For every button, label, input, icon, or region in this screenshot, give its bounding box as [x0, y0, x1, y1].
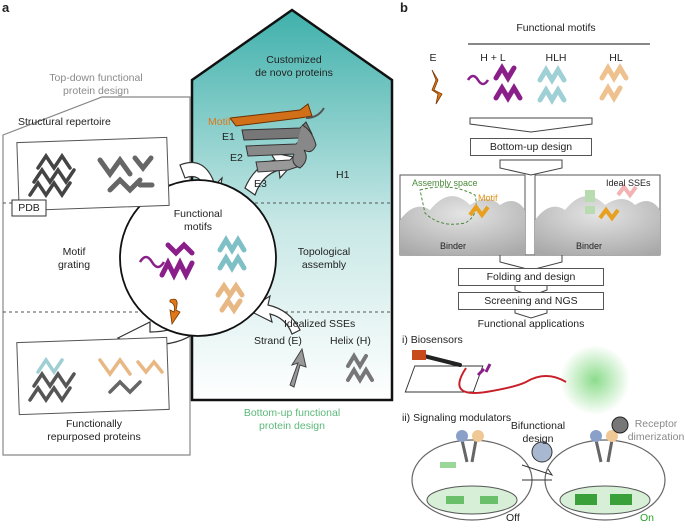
- binder-left-label: Binder: [440, 241, 467, 251]
- receptor-dimerization-1: Receptor: [634, 418, 678, 430]
- repertoire-protein: [28, 152, 76, 199]
- helix-h1-label: H1: [336, 169, 350, 181]
- panel-a-letter: a: [2, 0, 10, 15]
- signaling-modulators-label: ii) Signaling modulators: [402, 412, 512, 424]
- structural-repertoire-label: Structural repertoire: [18, 116, 111, 128]
- bottom-up-title-2: protein design: [259, 420, 325, 432]
- on-label: On: [640, 512, 655, 524]
- off-label: Off: [506, 512, 520, 524]
- repurposed-title-2: repurposed proteins: [47, 431, 141, 443]
- bifunctional-design-1: Bifunctional: [510, 420, 566, 432]
- receptor-dimerization-2: dimerization: [627, 431, 685, 443]
- customized-title-1: Customized: [266, 54, 322, 66]
- motif-grating-1: Motif: [62, 246, 86, 258]
- binder-right-label: Binder: [576, 241, 603, 251]
- bottom-up-title-1: Bottom-up functional: [243, 407, 341, 419]
- strand-e1-label: E1: [222, 131, 235, 143]
- folding-design-box: Folding and design: [458, 268, 604, 286]
- center-circle-title-1: Functional: [173, 208, 223, 220]
- top-down-title-1: Top-down functional: [49, 72, 143, 84]
- functional-applications-label: Functional applications: [477, 318, 585, 330]
- panel-b-letter: b: [400, 0, 408, 15]
- motif-type-h-l: H + L: [480, 52, 506, 64]
- idealized-sses-label: Idealized SSEs: [284, 318, 356, 330]
- customized-title-2: de novo proteins: [255, 67, 333, 79]
- topological-assembly-1: Topological: [297, 246, 351, 258]
- motif-type-hlh: HLH: [545, 52, 567, 64]
- strand-e-label: Strand (E): [254, 335, 302, 347]
- helix-h-label: Helix (H): [330, 335, 371, 347]
- bifunctional-design-2: design: [522, 433, 554, 445]
- strand-e3-label: E3: [254, 178, 267, 190]
- center-circle-title-2: motifs: [183, 221, 213, 233]
- motif-label: Motif: [208, 116, 231, 128]
- strand-e2-label: E2: [230, 152, 243, 164]
- denovo-protein: [229, 103, 325, 173]
- top-down-title-2: protein design: [63, 85, 129, 97]
- bottom-up-design-box: Bottom-up design: [470, 138, 592, 156]
- assembly-space-label: Assembly space: [412, 178, 478, 188]
- topological-assembly-2: assembly: [301, 259, 347, 271]
- functional-motifs-header: Functional motifs: [516, 22, 596, 34]
- arrow-from-sses: [246, 294, 301, 335]
- motif-type-hl: HL: [609, 52, 623, 64]
- screening-ngs-box: Screening and NGS: [458, 292, 604, 310]
- repurposed-title-1: Functionally: [65, 418, 123, 430]
- motif-label-b: Motif: [478, 193, 498, 203]
- motif-type-e: E: [429, 52, 437, 64]
- functional-motifs-circle: [119, 179, 277, 337]
- pdb-label: PDB: [18, 202, 40, 214]
- motif-grating-2: grating: [57, 259, 91, 271]
- ideal-sses-label: Ideal SSEs: [606, 178, 651, 188]
- biosensors-label: i) Biosensors: [402, 334, 463, 346]
